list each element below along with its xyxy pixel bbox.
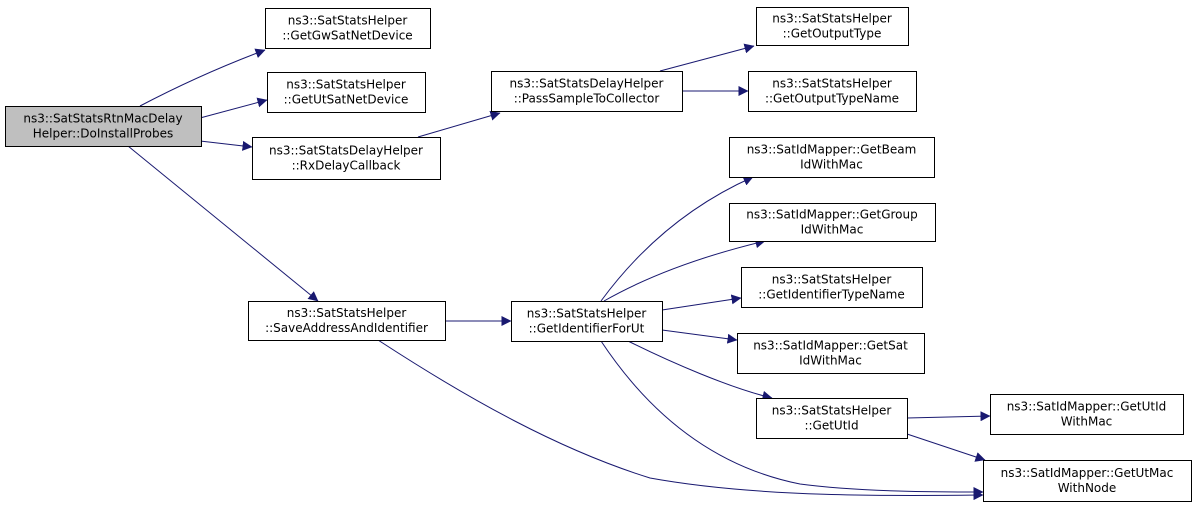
edge-n4-n15 xyxy=(377,339,984,501)
graph-node[interactable]: ns3::SatStatsHelper::GetGwSatNetDevice xyxy=(265,8,431,49)
node-label: ns3::SatStatsHelper xyxy=(772,404,892,418)
edge-n13-n14 xyxy=(906,411,991,422)
edge-n5-n6 xyxy=(659,43,755,72)
node-box[interactable] xyxy=(756,398,908,439)
node-box[interactable] xyxy=(729,137,935,178)
edge-n0-n3 xyxy=(199,140,253,151)
edge-n8-n10 xyxy=(603,238,766,302)
node-label: ns3::SatIdMapper::GetGroup xyxy=(746,208,917,222)
edges-layer xyxy=(127,43,991,501)
graph-node[interactable]: ns3::SatStatsHelper::GetIdentifierForUt xyxy=(511,301,663,342)
node-label: ns3::SatIdMapper::GetBeam xyxy=(747,143,917,157)
node-label: ::SaveAddressAndIdentifier xyxy=(265,321,428,335)
node-box[interactable] xyxy=(252,137,441,180)
node-label: WithNode xyxy=(1058,481,1117,495)
edge-n8-n13 xyxy=(627,340,773,401)
node-label: ns3::SatStatsDelayHelper xyxy=(510,77,664,91)
edge-n0-n2 xyxy=(199,97,268,119)
node-box[interactable] xyxy=(511,301,663,342)
node-box[interactable] xyxy=(990,394,1184,435)
node-label: ::GetIdentifierTypeName xyxy=(758,288,905,302)
node-box[interactable] xyxy=(5,106,202,147)
node-label: ns3::SatStatsHelper xyxy=(772,12,892,26)
node-label: ::GetIdentifierForUt xyxy=(529,322,645,336)
node-label: ::GetOutputType xyxy=(783,27,882,41)
node-label: ::GetUtId xyxy=(804,419,858,433)
graph-node[interactable]: ns3::SatStatsHelper::SaveAddressAndIdent… xyxy=(248,301,446,341)
node-label: ns3::SatIdMapper::GetSat xyxy=(753,339,908,353)
node-label: ns3::SatStatsHelper xyxy=(288,14,408,28)
graph-node[interactable]: ns3::SatStatsHelper::GetOutputTypeName xyxy=(748,71,917,112)
graph-node[interactable]: ns3::SatStatsDelayHelper::PassSampleToCo… xyxy=(491,71,683,112)
node-label: ::GetUtSatNetDevice xyxy=(284,93,409,107)
node-box[interactable] xyxy=(265,8,431,49)
node-label: ns3::SatIdMapper::GetUtId xyxy=(1007,400,1167,414)
node-label: IdWithMac xyxy=(799,354,862,368)
edge-n8-n11 xyxy=(661,294,742,311)
node-label: WithMac xyxy=(1061,415,1113,429)
node-label: ns3::SatStatsHelper xyxy=(772,77,892,91)
node-label: ns3::SatStatsHelper xyxy=(286,78,406,92)
edge-n8-n15 xyxy=(600,340,984,497)
edge-n0-n4 xyxy=(127,145,319,302)
node-label: ns3::SatStatsDelayHelper xyxy=(269,144,423,158)
node-box[interactable] xyxy=(748,71,917,112)
edge-n8-n9 xyxy=(600,176,754,302)
node-label: IdWithMac xyxy=(801,223,864,237)
node-label: ns3::SatStatsHelper xyxy=(772,273,892,287)
edge-n3-n5 xyxy=(417,110,501,138)
node-box[interactable] xyxy=(756,7,909,46)
graph-node[interactable]: ns3::SatStatsRtnMacDelayHelper::DoInstal… xyxy=(5,106,202,147)
graph-node[interactable]: ns3::SatStatsHelper::GetOutputType xyxy=(756,7,909,46)
node-label: ::GetOutputTypeName xyxy=(765,92,899,106)
node-box[interactable] xyxy=(741,267,923,308)
graph-node[interactable]: ns3::SatStatsHelper::GetIdentifierTypeNa… xyxy=(741,267,923,308)
node-box[interactable] xyxy=(729,203,936,242)
node-label: IdWithMac xyxy=(800,158,863,172)
node-box[interactable] xyxy=(248,301,446,341)
edge-n13-n15 xyxy=(906,433,986,462)
node-box[interactable] xyxy=(267,72,426,113)
node-label: ::RxDelayCallback xyxy=(292,159,401,173)
node-label: ns3::SatIdMapper::GetUtMac xyxy=(1001,466,1174,480)
graph-node[interactable]: ns3::SatStatsHelper::GetUtId xyxy=(756,398,908,439)
node-box[interactable] xyxy=(983,460,1192,502)
node-box[interactable] xyxy=(491,71,683,112)
node-label: Helper::DoInstallProbes xyxy=(33,127,174,141)
nodes-layer: ns3::SatStatsRtnMacDelayHelper::DoInstal… xyxy=(5,7,1192,502)
node-label: ns3::SatStatsHelper xyxy=(527,307,647,321)
node-label: ::GetGwSatNetDevice xyxy=(282,29,412,43)
graph-node[interactable]: ns3::SatStatsHelper::GetUtSatNetDevice xyxy=(267,72,426,113)
node-label: ::PassSampleToCollector xyxy=(514,92,660,106)
edge-n8-n12 xyxy=(661,329,738,344)
node-label: ns3::SatStatsHelper xyxy=(287,306,407,320)
graph-node[interactable]: ns3::SatStatsDelayHelper::RxDelayCallbac… xyxy=(252,137,441,180)
node-label: ns3::SatStatsRtnMacDelay xyxy=(23,112,182,126)
edge-n0-n1 xyxy=(139,48,266,107)
node-box[interactable] xyxy=(737,333,925,374)
